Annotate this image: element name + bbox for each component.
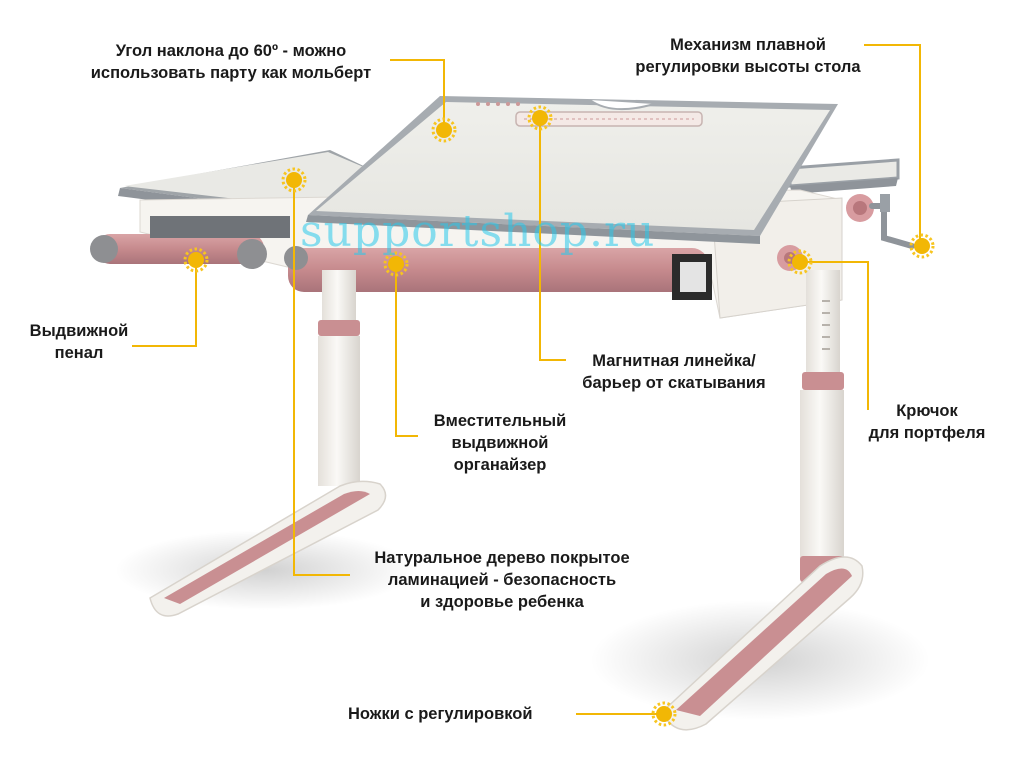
callout-height-line-1: Механизм плавной bbox=[670, 36, 826, 54]
left-foot bbox=[149, 480, 387, 617]
marker-tilt bbox=[431, 117, 457, 143]
callout-wood-line-3: и здоровье ребенка bbox=[420, 593, 584, 611]
callout-wood-line-1: Натуральное дерево покрытое bbox=[374, 549, 630, 567]
callout-legs-line-1: Ножки с регулировкой bbox=[348, 705, 533, 723]
marker-wood bbox=[281, 167, 307, 193]
callout-hook: Крючок для портфеля bbox=[858, 400, 996, 444]
marker-height bbox=[909, 233, 935, 259]
callout-organizer-line-2: выдвижной bbox=[451, 434, 549, 452]
callout-hook-line-2: для портфеля bbox=[868, 424, 986, 442]
marker-pencil bbox=[183, 247, 209, 273]
marker-ruler bbox=[527, 105, 553, 131]
callout-ruler: Магнитная линейка/ барьер от скатывания bbox=[568, 350, 780, 394]
marker-legs bbox=[651, 701, 677, 727]
callout-wood-line-2: ламинацией - безопасность bbox=[387, 571, 617, 589]
callout-hook-line-1: Крючок bbox=[896, 402, 958, 420]
height-crank-handle bbox=[846, 194, 915, 249]
marker-hook bbox=[787, 249, 813, 275]
callout-height: Механизм плавной регулировки высоты стол… bbox=[618, 34, 878, 78]
callout-pencil: Выдвижной пенал bbox=[24, 320, 134, 364]
callout-height-line-2: регулировки высоты стола bbox=[635, 58, 861, 76]
callout-pencil-line-1: Выдвижной bbox=[29, 322, 129, 340]
marker-organizer bbox=[383, 251, 409, 277]
callout-lines bbox=[132, 44, 921, 715]
callout-ruler-line-2: барьер от скатывания bbox=[582, 374, 766, 392]
callout-wood: Натуральное дерево покрытое ламинацией -… bbox=[352, 547, 652, 613]
callout-organizer: Вместительный выдвижной органайзер bbox=[420, 410, 580, 476]
right-leg-column bbox=[800, 270, 844, 582]
callout-pencil-line-2: пенал bbox=[54, 344, 104, 362]
callout-tilt: Угол наклона до 60º - можно использовать… bbox=[68, 40, 394, 84]
callout-organizer-line-3: органайзер bbox=[453, 456, 547, 474]
right-side-shelf bbox=[788, 158, 900, 194]
pencil-tray bbox=[90, 216, 290, 269]
right-foot bbox=[661, 556, 864, 731]
watermark: supportshop.ru bbox=[300, 206, 656, 257]
callout-tilt-line-2: использовать парту как мольберт bbox=[90, 64, 372, 82]
callout-markers bbox=[183, 105, 935, 727]
callout-ruler-line-1: Магнитная линейка/ bbox=[592, 352, 756, 370]
callout-organizer-line-1: Вместительный bbox=[433, 412, 567, 430]
callout-legs: Ножки с регулировкой bbox=[348, 703, 574, 725]
left-leg-column bbox=[318, 270, 360, 486]
callout-tilt-line-1: Угол наклона до 60º - можно bbox=[115, 42, 347, 60]
